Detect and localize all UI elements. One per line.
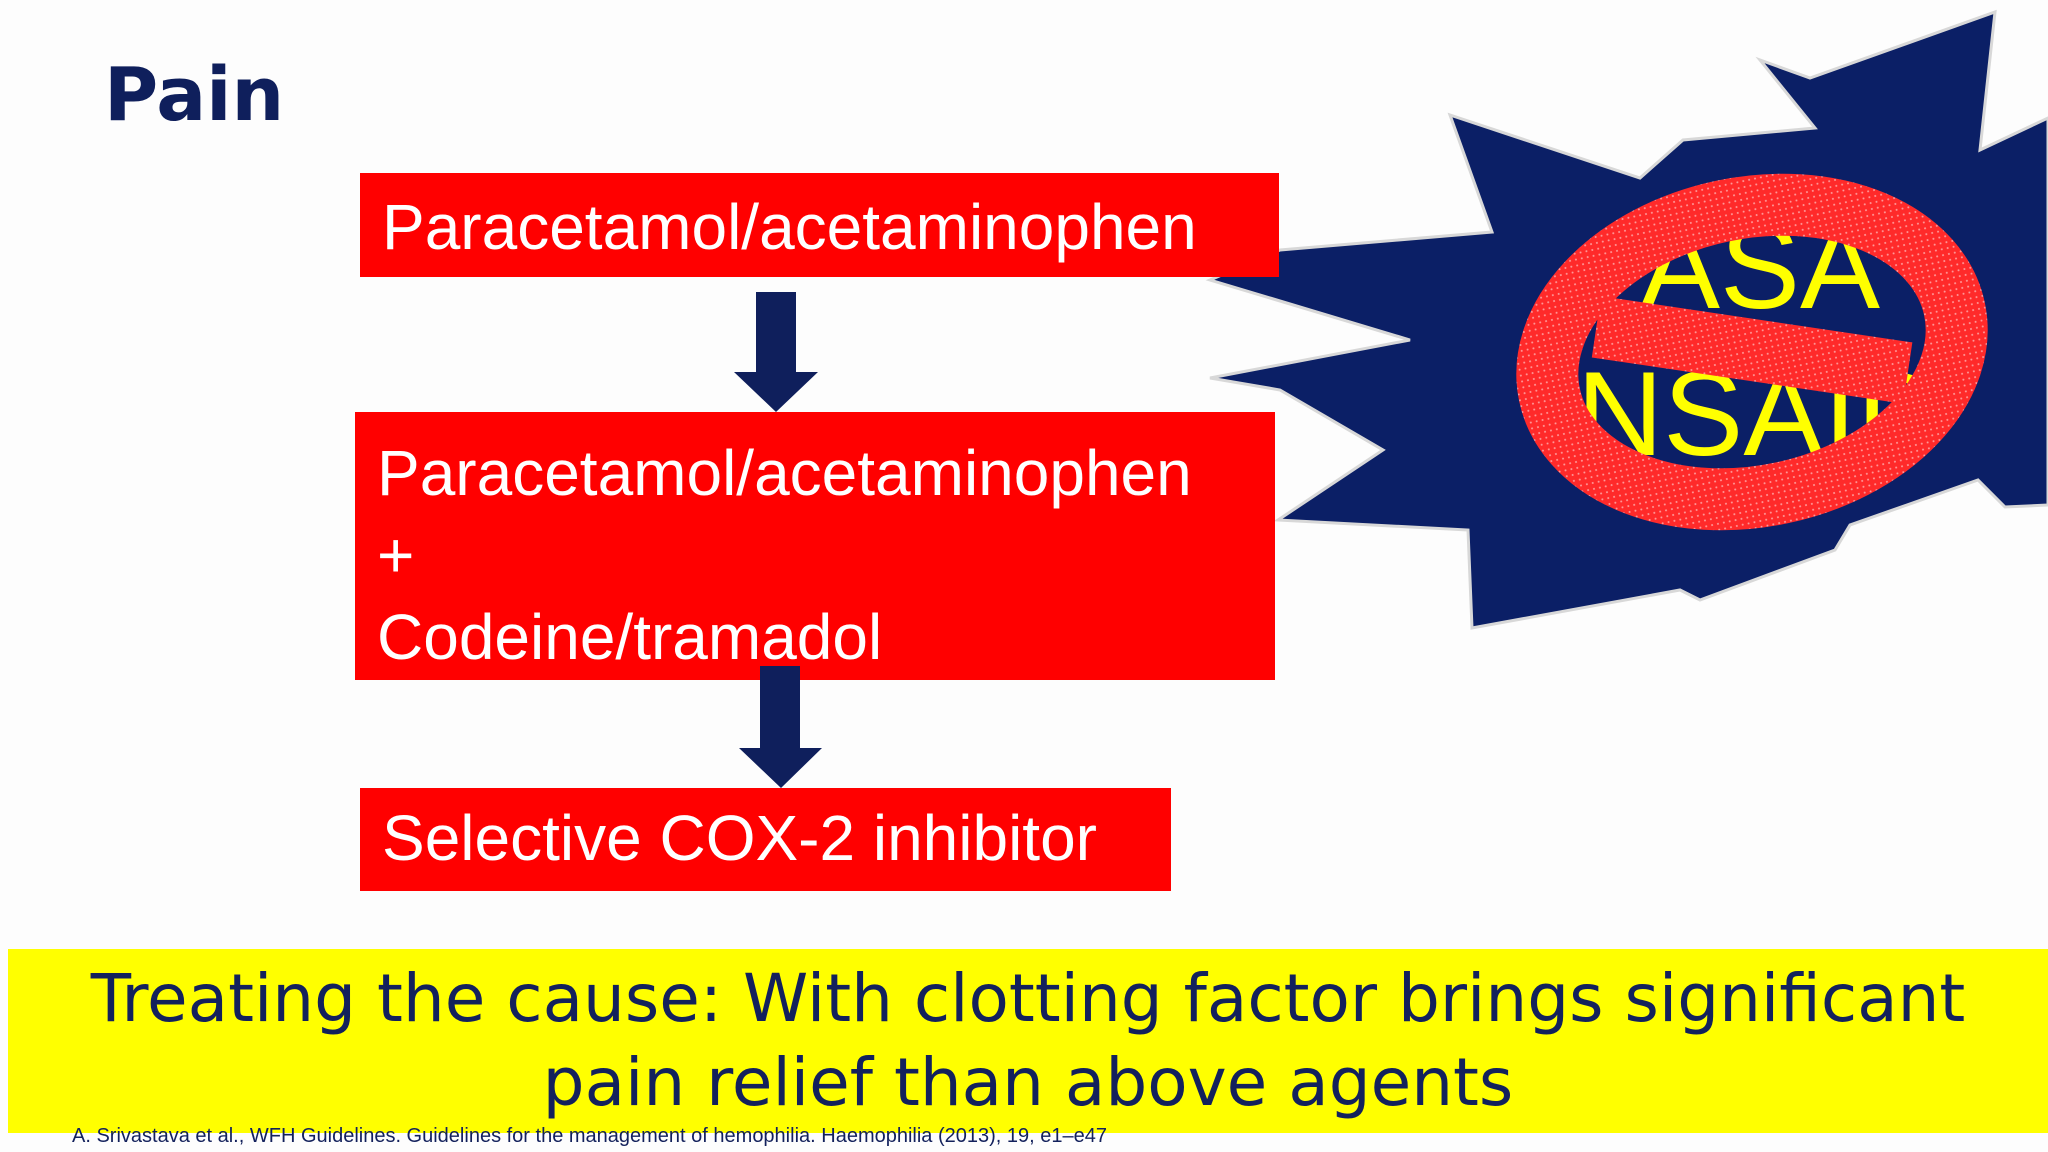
step-combination-box: Paracetamol/acetaminophen + Codeine/tram… bbox=[355, 412, 1275, 680]
citation: A. Srivastava et al., WFH Guidelines. Gu… bbox=[72, 1125, 1107, 1147]
step-cox2-label: Selective COX-2 inhibitor bbox=[382, 802, 1097, 874]
step-paracetamol-box: Paracetamol/acetaminophen bbox=[360, 173, 1279, 277]
banner-line-1: Treating the cause: With clotting factor… bbox=[90, 960, 1966, 1037]
down-arrow-icon bbox=[734, 292, 818, 412]
step-combination-line-2: + bbox=[377, 519, 415, 591]
step-combination-line-3: Codeine/tramadol bbox=[377, 601, 883, 673]
step-paracetamol-label: Paracetamol/acetaminophen bbox=[382, 191, 1197, 263]
key-message-banner: Treating the cause: With clotting factor… bbox=[8, 949, 2048, 1133]
banner-line-2: pain relief than above agents bbox=[542, 1044, 1514, 1121]
slide-title: Pain bbox=[104, 52, 285, 138]
down-arrow-icon bbox=[739, 666, 822, 788]
step-cox2-box: Selective COX-2 inhibitor bbox=[360, 788, 1171, 891]
step-combination-line-1: Paracetamol/acetaminophen bbox=[377, 437, 1192, 509]
no-symbol-icon bbox=[1516, 173, 1988, 531]
